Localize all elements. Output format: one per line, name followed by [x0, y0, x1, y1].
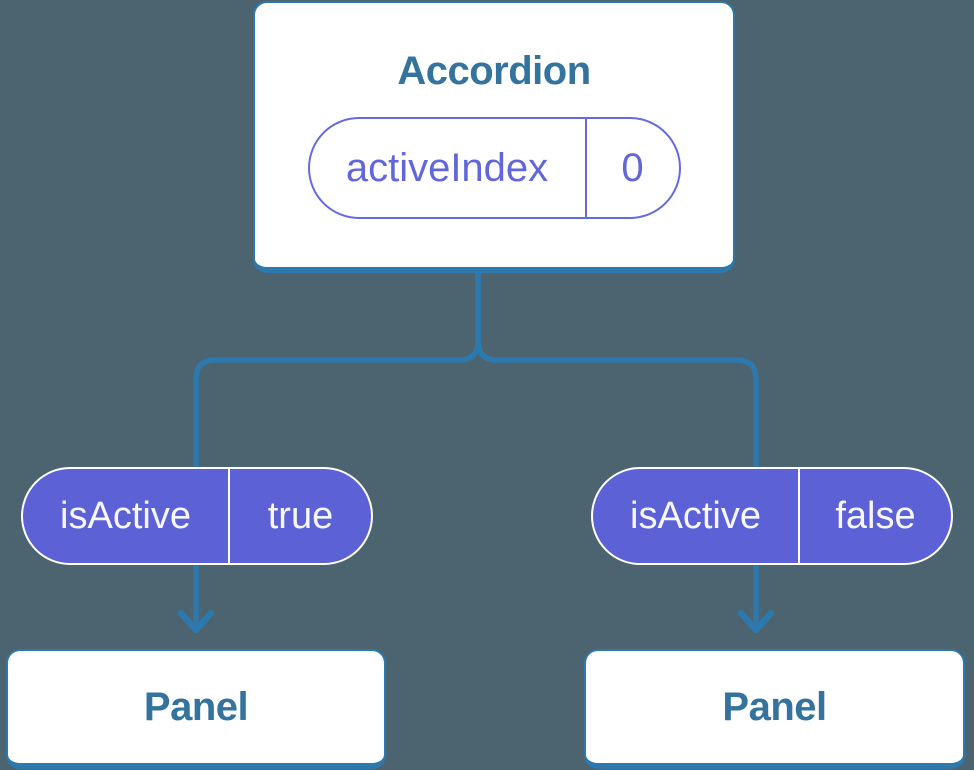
prop-pill-is-active-false: isActive false	[591, 467, 953, 565]
state-name: activeIndex	[345, 145, 549, 190]
node-title: Accordion	[397, 49, 591, 93]
panel-node-right: Panel	[584, 649, 965, 769]
arrow-down-icon	[177, 609, 215, 634]
arrow-down-icon	[737, 609, 775, 634]
prop-value: true	[228, 469, 371, 563]
prop-pill-is-active-true: isActive true	[21, 467, 373, 565]
state-value: 0	[584, 119, 679, 217]
accordion-node: Accordion activeIndex 0	[253, 1, 735, 273]
prop-value: false	[798, 469, 951, 563]
connector-right-branch	[475, 272, 759, 629]
prop-name: isActive	[630, 494, 761, 537]
panel-node-left: Panel	[6, 649, 386, 769]
node-title: Panel	[722, 685, 827, 729]
prop-name: isActive	[60, 494, 191, 537]
node-title: Panel	[143, 685, 249, 729]
state-pill: activeIndex 0	[307, 117, 681, 219]
connector-left-branch	[193, 272, 481, 629]
